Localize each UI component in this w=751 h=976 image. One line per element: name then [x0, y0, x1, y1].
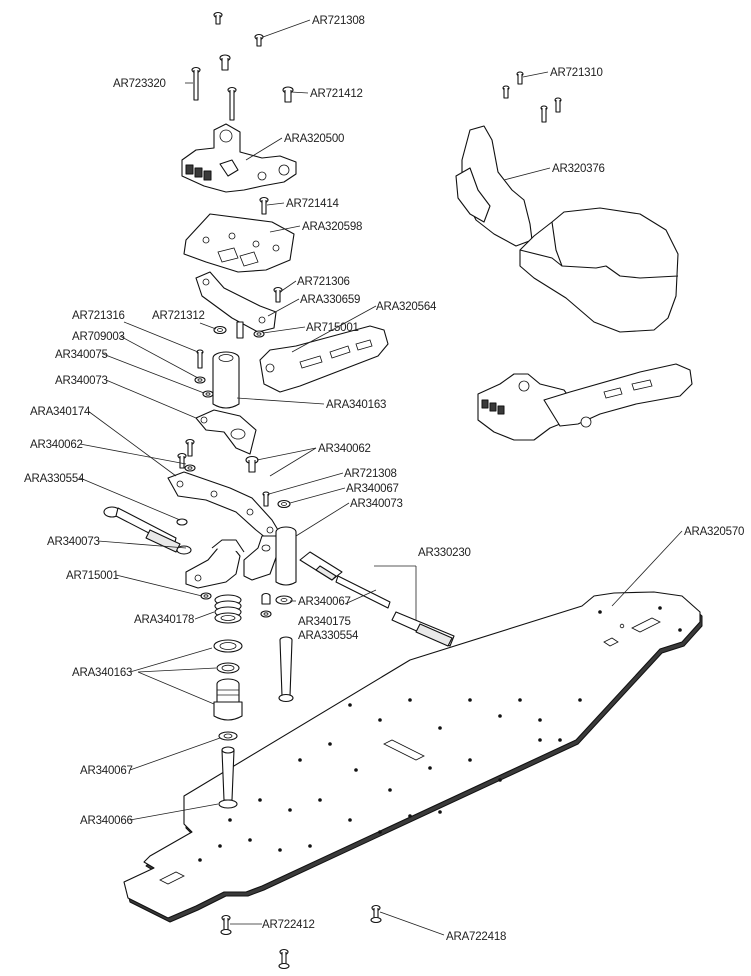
- spring-ara340178: [214, 594, 242, 624]
- chassis-holes: [198, 606, 682, 862]
- top-deck-plate: [183, 213, 295, 273]
- screw-ar340062-c: [245, 455, 259, 473]
- screw-ar722412-a: [220, 914, 232, 936]
- part-labels: AR721308 AR723320 AR721412 ARA320500 AR7…: [24, 15, 744, 943]
- screw-top-3: [219, 54, 231, 71]
- bushing-ar340075: [202, 390, 214, 398]
- kingpin-ar340066: [218, 746, 238, 809]
- screw-top-1: [213, 11, 223, 25]
- nut-ar721312: [213, 325, 227, 335]
- label-ara340178: ARA340178: [134, 614, 194, 626]
- label-ar721306: AR721306: [297, 276, 350, 288]
- screw-ar722412-b: [278, 948, 290, 970]
- washer-ar340067-c: [218, 731, 238, 741]
- screw-long-center: [227, 86, 237, 121]
- label-ar340175: AR340175: [298, 616, 351, 628]
- label-ara320500: ARA320500: [284, 133, 344, 145]
- cover-ar320376: [455, 125, 679, 333]
- screw-long-ar723320: [191, 66, 201, 101]
- screw-ar721308-mid: [262, 491, 270, 507]
- axle-ar330230: [299, 551, 455, 647]
- assembled-steering-view: [477, 363, 693, 441]
- label-ar330230: AR330230: [418, 547, 471, 559]
- label-ara320598: ARA320598: [302, 221, 362, 233]
- steering-post: [212, 351, 240, 409]
- label-ara340163-top: ARA340163: [326, 399, 386, 411]
- label-ara320570: ARA320570: [684, 526, 744, 538]
- label-ar320376: AR320376: [552, 163, 605, 175]
- washer-ar709003: [194, 376, 206, 384]
- screw-top-2: [254, 33, 264, 47]
- label-ara340174: ARA340174: [30, 406, 91, 418]
- washer-large-2: [216, 662, 240, 674]
- nut-ar715001-top: [253, 330, 265, 338]
- label-ara330659: ARA330659: [300, 294, 360, 306]
- label-ar709003: AR709003: [72, 331, 125, 343]
- steering-link-plate: [167, 471, 285, 547]
- pin-long: [278, 636, 294, 703]
- label-ara320564: ARA320564: [376, 301, 437, 313]
- label-ar721308-mid: AR721308: [344, 468, 397, 480]
- nut-ar715001-bottom: [200, 592, 212, 600]
- chassis-plate: [123, 591, 703, 923]
- post-ar340073: [275, 526, 297, 586]
- screw-ar721306: [273, 286, 283, 303]
- steering-brace: [195, 271, 277, 333]
- washer-large-1: [213, 639, 243, 653]
- label-ar340073-b: AR340073: [350, 498, 403, 510]
- label-ar721312: AR721312: [152, 310, 205, 322]
- label-ara340163-bottom: ARA340163: [72, 667, 132, 679]
- label-ara722418: ARA722418: [446, 931, 506, 943]
- label-ar722412: AR722412: [262, 919, 315, 931]
- label-ar340075: AR340075: [55, 349, 108, 361]
- label-ar340062-left: AR340062: [30, 439, 83, 451]
- washer-small-left: [184, 464, 196, 472]
- leader-lines: [79, 19, 683, 936]
- pin-small: [236, 321, 244, 339]
- bellcrank: [195, 409, 257, 455]
- screw-ara722418: [370, 904, 382, 924]
- steering-knuckle-right: [243, 535, 279, 581]
- label-ar340066: AR340066: [80, 815, 133, 827]
- label-ar721414: AR721414: [286, 198, 340, 210]
- washer-ar340067-b: [275, 595, 293, 605]
- nut-ara330554-right: [260, 610, 272, 618]
- tie-rod-left: [103, 506, 192, 555]
- steering-arm: [259, 325, 389, 393]
- screw-ar721412: [282, 86, 294, 103]
- label-ar340073-a: AR340073: [55, 375, 108, 387]
- screw-ar721414: [259, 196, 269, 215]
- screws-ar721310: [502, 71, 562, 123]
- washer-ar340067-a: [277, 499, 291, 509]
- label-ar340067-b: AR340067: [298, 596, 351, 608]
- label-ara330554-right: ARA330554: [298, 630, 359, 642]
- bushing-ar340175: [261, 592, 271, 605]
- threaded-bushing: [213, 678, 243, 721]
- label-ar723320: AR723320: [113, 78, 166, 90]
- label-ar721310: AR721310: [550, 67, 603, 79]
- label-ara330554-left: ARA330554: [24, 473, 85, 485]
- label-ar340067-c: AR340067: [80, 765, 133, 777]
- label-ar715001-bottom: AR715001: [66, 570, 119, 582]
- screw-ar340062-a: [185, 438, 195, 457]
- label-ar340067-a: AR340067: [346, 483, 399, 495]
- label-ar721412: AR721412: [310, 88, 363, 100]
- label-ar721308-top: AR721308: [312, 15, 365, 27]
- steering-knuckle-left: [185, 539, 245, 589]
- screw-ar340062-b: [177, 452, 187, 469]
- front-bulkhead: [181, 123, 297, 193]
- screw-ar721316: [196, 349, 204, 369]
- label-ar340073-c: AR340073: [47, 536, 100, 548]
- label-ar715001-top: AR715001: [306, 322, 359, 334]
- label-ar340062-right: AR340062: [318, 443, 371, 455]
- label-ar721316: AR721316: [72, 310, 125, 322]
